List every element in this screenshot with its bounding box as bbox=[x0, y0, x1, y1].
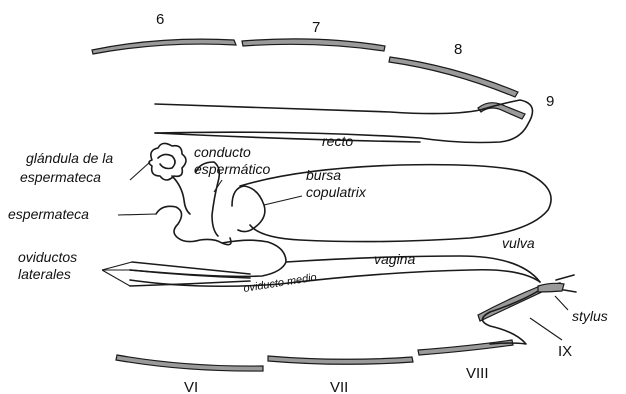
segment-label-7: 7 bbox=[312, 19, 320, 36]
spermatheca-gland-inner bbox=[158, 154, 175, 168]
label-recto: recto bbox=[322, 133, 353, 149]
leader-bursa bbox=[264, 196, 302, 205]
segment-label-8: 8 bbox=[454, 41, 462, 58]
label-vulva: vulva bbox=[502, 235, 535, 251]
sternite-VII bbox=[268, 356, 413, 364]
segment-label-VI: VI bbox=[184, 379, 198, 394]
segment-label-VII: VII bbox=[330, 379, 348, 394]
stylus-plate bbox=[538, 283, 564, 292]
spermatheca-gland bbox=[149, 143, 186, 180]
sternite-VI bbox=[116, 355, 263, 371]
gland-duct bbox=[172, 176, 190, 214]
segment-label-IX: IX bbox=[558, 343, 572, 360]
recto-wall bbox=[155, 133, 420, 142]
segment-label-VIII: VIII bbox=[466, 365, 489, 382]
common-oviduct-upper bbox=[130, 240, 286, 276]
spermatheca-body bbox=[156, 206, 231, 244]
leader-oviductos-1 bbox=[102, 262, 132, 270]
tergite-8 bbox=[389, 57, 518, 97]
segment-label-9: 9 bbox=[546, 93, 554, 110]
segment-label-6: 6 bbox=[156, 11, 164, 28]
label-oviductos-line2: laterales bbox=[18, 266, 71, 282]
leader-stylus bbox=[555, 296, 568, 310]
label-oviductos-line1: oviductos bbox=[18, 249, 77, 265]
leader-espermateca bbox=[118, 214, 156, 215]
label-conducto-line2: espermático bbox=[194, 161, 270, 177]
leader-IX bbox=[530, 318, 562, 340]
bursa-copulatrix-sac bbox=[240, 165, 551, 242]
label-bursa-line2: copulatrix bbox=[306, 184, 367, 200]
label-glandula-line1: glándula de la bbox=[26, 150, 113, 166]
label-espermateca: espermateca bbox=[8, 206, 89, 222]
label-conducto-line1: conducto bbox=[194, 144, 251, 160]
label-glandula-line2: espermateca bbox=[20, 169, 101, 185]
tergite-6 bbox=[92, 39, 236, 54]
bursa-neck bbox=[232, 186, 265, 232]
label-oviducto-medio: oviducto medio bbox=[243, 272, 318, 295]
leader-oviductos-3 bbox=[102, 270, 130, 286]
tergite-9 bbox=[478, 103, 525, 119]
sternite-VIII bbox=[418, 340, 513, 355]
label-bursa-line1: bursa bbox=[306, 167, 341, 183]
tergite-7 bbox=[242, 39, 385, 51]
leader-glandula bbox=[130, 162, 150, 180]
label-stylus: stylus bbox=[572, 308, 608, 324]
label-vagina: vagina bbox=[374, 251, 415, 267]
